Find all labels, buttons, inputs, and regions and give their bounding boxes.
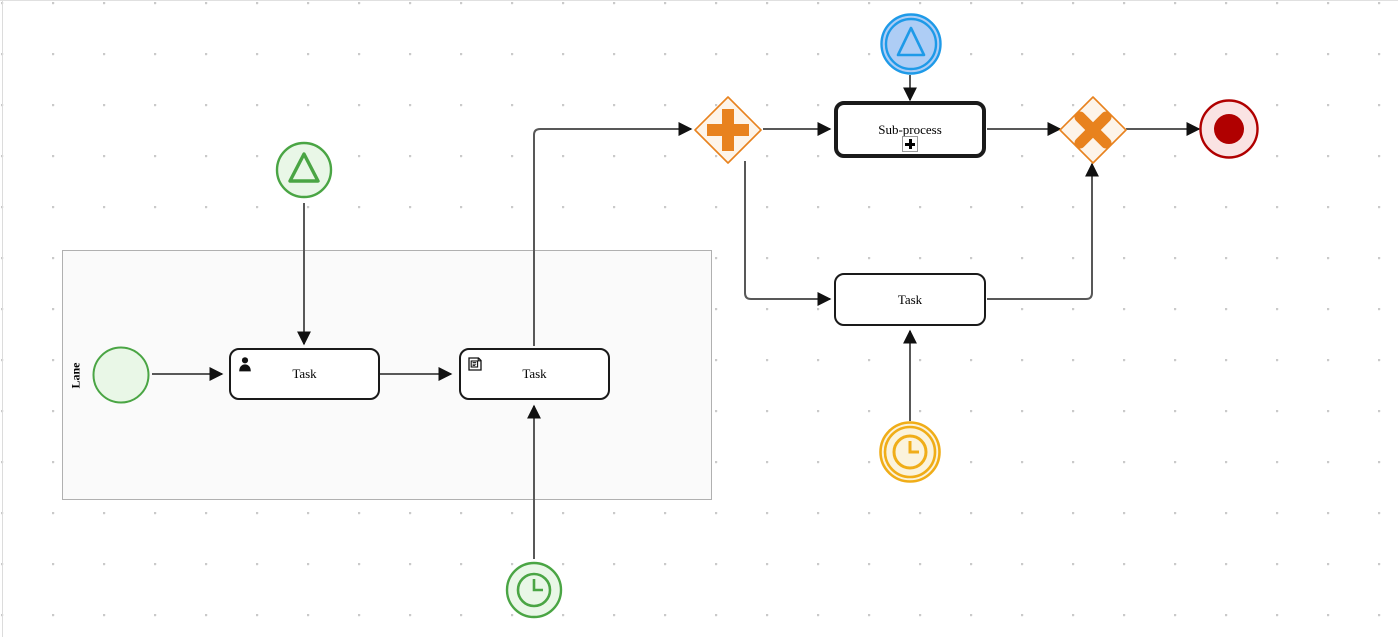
canvas-left-ruler-line (2, 1, 3, 637)
start-event-escalation[interactable] (275, 141, 333, 199)
exclusive-gateway-icon (1059, 96, 1127, 164)
task-label: Task (897, 291, 923, 307)
intermediate-event-timer[interactable] (879, 421, 941, 483)
timer-start-icon (505, 561, 563, 619)
task-label: Task (292, 366, 317, 381)
task-label: Task (522, 366, 547, 381)
parallel-gateway-icon (694, 96, 762, 164)
subprocess-collapsed[interactable]: Sub-process (834, 101, 986, 158)
collapsed-subprocess-plus-icon[interactable] (902, 136, 918, 152)
escalation-start-icon (275, 141, 333, 199)
terminate-icon (1199, 99, 1259, 159)
flow-parallel-gateway-to-task (744, 161, 832, 306)
start-event-shape (92, 346, 150, 404)
flow-script-task-to-parallel-gateway (533, 122, 693, 346)
task-script[interactable]: Task (459, 348, 610, 400)
end-event-terminate[interactable] (1199, 99, 1259, 159)
task-plain[interactable]: Task (834, 273, 986, 326)
user-task-icon (239, 357, 251, 372)
flow-task-to-exclusive-gateway (987, 162, 1099, 300)
start-event-timer[interactable] (505, 561, 563, 619)
escalation-icon (880, 13, 942, 75)
boundary-event-escalation[interactable] (880, 13, 942, 75)
task-user[interactable]: Task (229, 348, 380, 400)
start-event[interactable] (92, 346, 150, 404)
gateway-parallel[interactable] (693, 95, 763, 165)
timer-icon (879, 421, 941, 483)
gateway-exclusive[interactable] (1058, 95, 1128, 165)
script-task-icon (468, 357, 482, 371)
